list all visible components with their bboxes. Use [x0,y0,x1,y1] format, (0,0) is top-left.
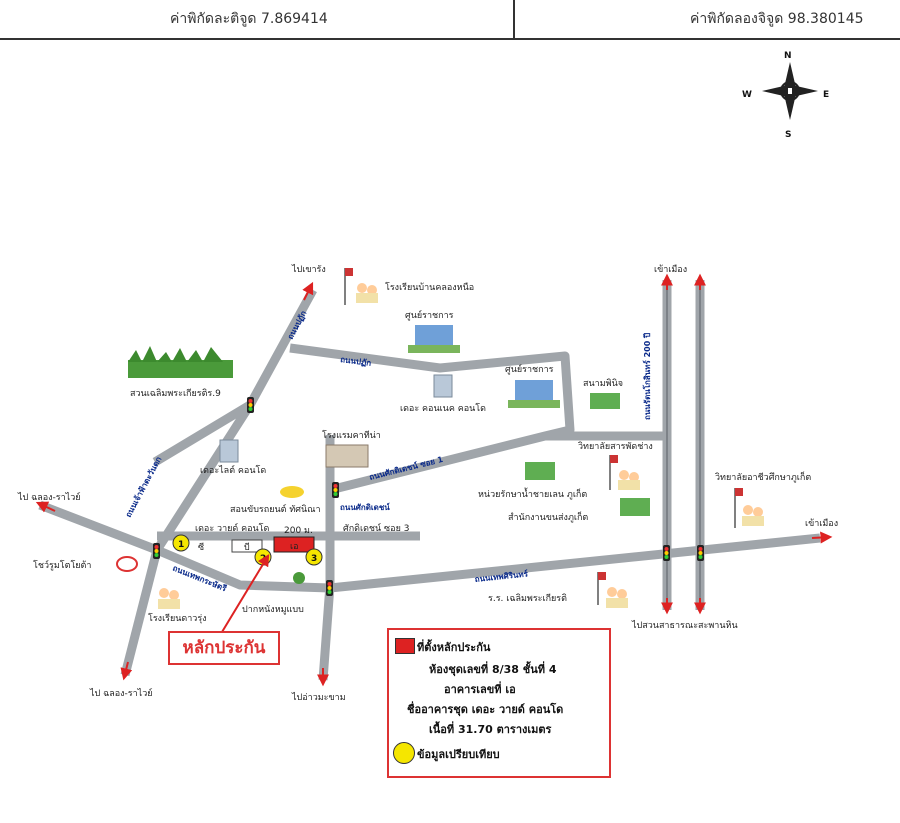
label-to-city-top: เข้าเมือง [654,264,687,275]
place-labels: ไปเขารัง โรงเรียนบ้านคลองหนือ ศูนย์ราชกา… [17,264,838,703]
traffic-light-icons [153,397,704,596]
comparison-markers: 1 2 3 [172,534,323,566]
students-icon-4 [597,572,628,608]
longitude-label: ค่าพิกัดลองจิจูด 98.380145 [690,11,864,27]
road-label-7: ถนนรัตนโกสินทร์ 200 ปี [642,333,652,420]
direction-arrows [35,273,833,687]
label-transport-office: สำนักงานขนส่งภูเก็ต [508,510,588,523]
label-hotel: โรงแรมคาทีน่า [322,430,381,441]
label-gov-center-1: ศูนย์ราชการ [405,309,454,321]
label-to-saphan-hin: ไปสวนสาธารณะสะพานหิน [631,620,738,631]
label-connect-condo: เดอะ คอนเนค คอนโด [400,403,486,414]
building-b-label: บี [244,542,250,553]
collateral-callout: หลักประกัน [168,631,280,665]
compass-e: E [823,90,829,100]
condo-building-icon [433,374,453,398]
legend-item-comparison: ข้อมูลเปรียบเทียบ [417,748,500,761]
header-divider [513,0,515,38]
latitude-label: ค่าพิกัดละติจูด 7.869414 [170,11,328,27]
label-to-chalong-bottom: ไป ฉลอง-ราไวย์ [89,687,153,699]
collateral-legend-swatch [395,638,415,654]
label-to-chalong-top: ไป ฉลอง-ราไวย์ [17,491,81,503]
marker-3: 3 [311,554,317,564]
condo-building-icon-2 [219,439,239,463]
condo-buildings: บี เอ ซี [198,536,315,553]
students-icon-5 [158,588,180,609]
label-college-tech: วิทยาลัยสารพัดช่าง [578,441,653,452]
legend-line-condo-name: ชื่ออาคารชุด เดอะ วายด์ คอนโด [407,703,564,716]
label-gov-center-2: ศูนย์ราชการ [505,363,554,375]
label-toyota: โชว์รูมโตโยต้า [33,559,91,571]
label-soi-3: ศักดิเดชน์ ซอย 3 [343,522,409,534]
map-legend: ที่ตั้งหลักประกัน ห้องชุดเลขที่ 8/38 ชั้… [387,628,611,778]
compass-w: W [742,90,752,100]
label-distance: 200 ม. [284,526,313,536]
stadium-icon [590,393,620,409]
road-label-1: ถนนเจ้าฟ้าตะวันตก [123,455,164,519]
landmark-icons [116,268,764,609]
label-school-chaloem: ร.ร. เฉลิมพระเกียรติ [488,593,567,604]
compass-rose-icon: N S W E [742,51,829,140]
legend-line-area: เนื้อที่ 31.70 ตารางเมตร [429,723,552,736]
comparison-legend-circle [393,742,415,764]
label-driving-school: สอนขับรถยนต์ ทัศนิณา [230,503,321,515]
label-pak-soi: ปากหนังหมูแบบ [242,605,304,615]
government-building-icon [408,325,460,353]
label-to-ao-makham: ไปอ่าวมะขาม [291,692,346,703]
hotel-building-icon [325,444,369,468]
label-school-dawrung: โรงเรียนดาวรุ่ง [148,613,207,624]
legend-item-collateral: ที่ตั้งหลักประกัน [417,641,491,654]
legend-line-building: อาคารเลขที่ เอ [444,683,516,696]
students-icon-2 [609,455,640,490]
label-stadium: สนามพินิจ [583,378,623,389]
building-a-label: เอ [290,542,298,552]
car-icon [280,486,304,498]
water-unit-icon [525,462,555,480]
building-c-label: ซี [198,542,204,553]
compass-n: N [784,51,792,61]
label-to-city-right: เข้าเมือง [805,518,838,529]
tree-icon [293,572,305,584]
students-icon [356,283,378,303]
flag-icon [344,268,353,305]
label-to-khao-rang: ไปเขารัง [291,264,326,275]
marker-1: 1 [178,540,184,550]
students-icon-3 [734,488,764,528]
transport-office-icon [620,498,650,516]
toyota-logo-icon [116,556,138,572]
label-school-north: โรงเรียนบ้านคลองหนือ [385,282,474,293]
compass-s: S [785,130,791,140]
legend-line-room: ห้องชุดเลขที่ 8/38 ชั้นที่ 4 [429,663,557,676]
label-park: สวนเฉลิมพระเกียรติร.9 [130,388,221,399]
coordinates-header: ค่าพิกัดละติจูด 7.869414 ค่าพิกัดลองจิจู… [0,0,900,40]
label-the-world-condo: เดอะ วายด์ คอนโด [195,522,270,534]
collateral-building-marker [273,536,315,553]
road-label-4: ถนนศักดิเดชน์ [340,502,390,512]
road-label-9: ถนนปฏัก [340,355,372,368]
label-college-phuket: วิทยาลัยอาชีวศึกษาภูเก็ต [715,470,811,483]
government-building-icon-2 [508,380,560,408]
callout-arrow [221,553,270,633]
label-water-unit: หน่วยรักษาน้ำชายเลน ภูเก็ต [478,487,587,500]
park-trees-icon [128,346,233,378]
label-the-light-condo: เดอะไลต์ คอนโด [200,464,266,476]
